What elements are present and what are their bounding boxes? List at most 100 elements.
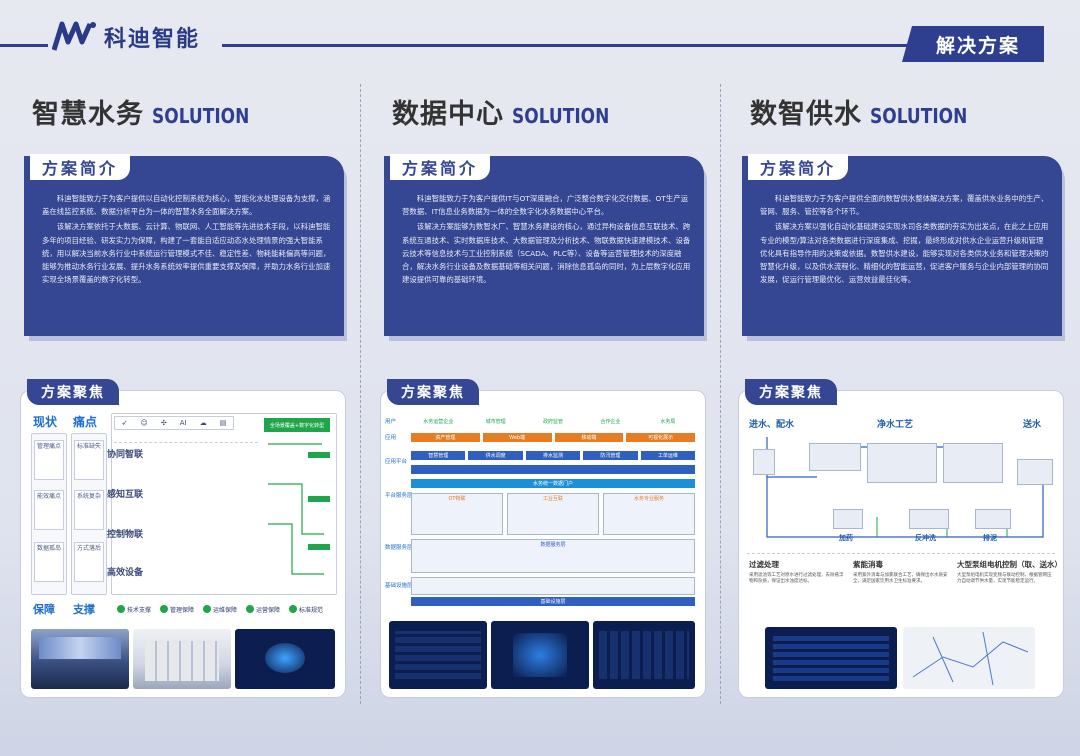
logo-mark-icon [52, 21, 96, 51]
arch-cell: Web端 [482, 433, 552, 442]
diagram-head-pain: 痛点 [73, 415, 98, 429]
chip-label: 运营保障 [256, 606, 281, 614]
divider [747, 553, 1055, 554]
arch-label: 用户 [385, 419, 397, 425]
chip: 技术支撑 [113, 603, 155, 615]
connector-lines [268, 443, 330, 575]
check-icon [246, 605, 254, 613]
cabinets [145, 641, 219, 681]
pipe-network-map [903, 627, 1035, 689]
intro-tag: 方案简介 [748, 154, 849, 180]
item-body: 大型泵组电机实现变频与联动控制，根据管网压力自动调节供水量，实现节能稳定运行。 [957, 573, 1052, 584]
stage-backwash: 反冲洗 [915, 534, 936, 542]
fan-icon: ✣ [160, 419, 167, 427]
header-rule [222, 44, 912, 47]
video-wall [39, 637, 121, 659]
check-icon [160, 605, 168, 613]
pillar-title: 水务专业服务 [633, 496, 664, 502]
item-body: 采用滤池等工艺对原水进行过滤处理，去除悬浮物和杂质，保证出水浊度达标。 [749, 573, 844, 584]
screen-content [395, 631, 481, 679]
intro-tag: 方案简介 [30, 154, 131, 180]
dosing-unit [833, 509, 863, 529]
category-sense: 感知互联 [107, 490, 144, 500]
arch-cell: 合作企业 [583, 417, 638, 426]
dashboard-photo [235, 629, 335, 689]
category-label: 协同智联 [107, 449, 143, 461]
arch-cell: 可视化展示 [626, 433, 695, 442]
intro-tag-label: 方案简介 [42, 159, 119, 178]
chip-label: 标准规范 [299, 606, 324, 614]
infra-bar: 基础设施层 [411, 597, 695, 606]
arch-label: 应用平台 [385, 459, 408, 465]
diagram-head-status: 现状 [33, 415, 58, 429]
intro-panel: 方案简介 科迪智能致力于为客户提供以自动化控制系统为核心，智能化水处理设备为支撑… [24, 154, 344, 336]
pain-box: 标准缺失 [74, 440, 104, 480]
arch-cell: 水务运营企业 [411, 417, 466, 426]
column-data-center: 数据中心 SOLUTION 方案简介 科迪智能致力于为客户提供IT与OT深度融合… [380, 84, 722, 704]
arch-portal: 水务统一数据门户 [411, 479, 695, 488]
arch-cell: 排水监测 [525, 451, 581, 460]
arch-cell: 工单运维 [640, 451, 696, 460]
transform-badge: 全场景覆盖+数字化转型 [264, 418, 330, 432]
chip: 管理保障 [156, 603, 198, 615]
intro-text: 科迪智能致力于为客户提供IT与OT深度融合，广泛整合数字化交付数据、OT生产运营… [402, 192, 692, 288]
column-title-zh: 数据中心 [392, 99, 504, 130]
layer-title: 数据服务层 [540, 542, 566, 548]
app-icon-row: ➶ ☺ ✣ AI ☁ ▤ [114, 416, 234, 430]
focus-tag: 方案聚焦 [745, 379, 837, 405]
stage-sludge: 排泥 [983, 534, 997, 542]
intro-text: 科迪智能致力于为客户提供以自动化控制系统为核心，智能化水处理设备为支撑，涵盖在线… [42, 192, 332, 288]
header-rule-left [0, 44, 48, 47]
chip: 标准规范 [285, 603, 327, 615]
arch-cell: 政府监管 [525, 417, 581, 426]
column-divider [720, 84, 721, 704]
intro-paragraph: 该解决方案依托于大数据、云计算、物联网、人工智能等先进技术手段，以科迪智能多年的… [42, 222, 331, 285]
category-control: 控制物联 [107, 530, 144, 540]
inlet-tank [753, 449, 775, 475]
intro-paragraph: 该解决方案能够为数智水厂、智慧水务建设的核心，通过异构设备信息互联技术、跨系统互… [402, 222, 691, 285]
column-title: 数智供水 SOLUTION [750, 92, 985, 131]
solutions-badge: 解决方案 [912, 26, 1044, 62]
arch-cell: 城市管理 [468, 417, 523, 426]
intro-tag-label: 方案简介 [760, 159, 837, 178]
screen-2 [491, 621, 589, 689]
column-divider [360, 84, 361, 704]
process-head-inlet: 进水、配水 [749, 420, 795, 430]
pillar-water: 水务专业服务 [603, 493, 695, 535]
arch-label: 平台服务层 [385, 493, 413, 499]
arch-cell: 水务局 [640, 417, 696, 426]
status-box: 数据孤岛 [34, 542, 64, 582]
control-room-photo [31, 629, 129, 689]
screen-1 [389, 621, 487, 689]
column-title-en: SOLUTION [870, 104, 968, 128]
column-smart-water: 智慧水务 SOLUTION 方案简介 科迪智能致力于为客户提供以自动化控制系统为… [20, 84, 362, 704]
pillar-title: OT物联 [448, 496, 466, 502]
footer-guarantee: 保障 [33, 603, 55, 616]
cabinet-photo [133, 629, 231, 689]
screen-content [773, 635, 889, 681]
pain-box: 系统复杂 [74, 490, 104, 530]
screen-content [599, 631, 689, 679]
arch-cell: 供水调度 [468, 451, 523, 460]
rocket-icon: ➶ [121, 419, 128, 427]
intro-panel: 方案简介 科迪智能致力于为客户提供IT与OT深度融合，广泛整合数字化交付数据、O… [384, 154, 704, 336]
column-title-zh: 智慧水务 [32, 99, 144, 130]
column-title-en: SOLUTION [512, 104, 610, 128]
arch-cell: 智慧管理 [411, 451, 466, 460]
focus-panel: 方案聚焦 用户 应用 应用平台 平台服务层 数据服务层 基础设施层 水务运营企业… [380, 379, 706, 698]
item-title: 过滤处理 [749, 560, 779, 569]
map-lines [912, 631, 1029, 686]
logo-text: 科迪智能 [104, 27, 201, 52]
screen-3 [593, 621, 695, 689]
arch-service-row: 智慧管理 供水调度 排水监测 防汛管理 工单运维 [411, 451, 696, 460]
intro-tag: 方案简介 [390, 154, 491, 180]
arch-label: 应用 [385, 435, 397, 441]
focus-panel: 方案聚焦 现状 痛点 应用 管理痛点 能效痛点 数据孤岛 标准缺失 系统复杂 方… [20, 379, 346, 698]
logo[interactable]: 科迪智能 [52, 20, 200, 54]
header: 科迪智能 解决方案 [0, 0, 1080, 80]
screen-content [513, 633, 567, 677]
pillar-iiot: 工业互联 [507, 493, 599, 535]
column-smart-supply: 数智供水 SOLUTION 方案简介 科迪智能致力于为客户提供全面的数智供水整体… [738, 84, 1080, 704]
pain-box: 方式落后 [74, 542, 104, 582]
arch-label: 基础设施层 [385, 583, 413, 589]
